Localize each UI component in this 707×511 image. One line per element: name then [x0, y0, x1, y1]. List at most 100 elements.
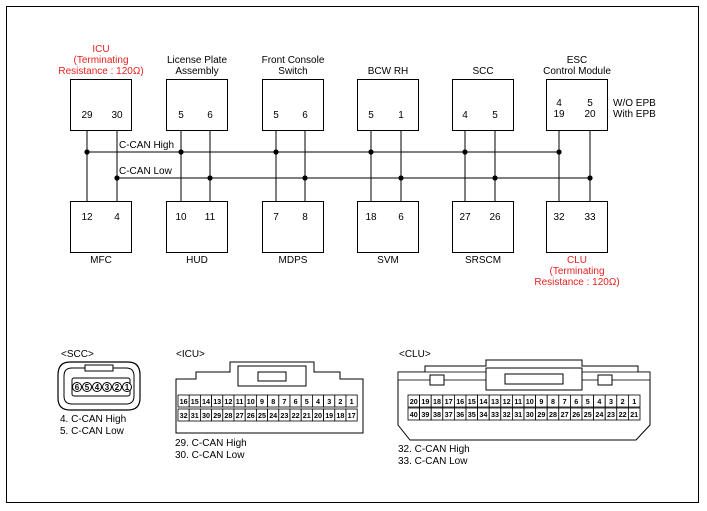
clu-pin-a: 32 — [553, 212, 565, 223]
scc-pin-circle — [92, 382, 102, 392]
icu-pin-number: 28 — [224, 411, 232, 420]
clu-pin-number: 20 — [410, 397, 418, 406]
clu-pin-number: 27 — [561, 410, 569, 419]
splice-dot — [207, 175, 213, 181]
icu-pin-number: 1 — [350, 397, 354, 406]
clu-pin-number: 35 — [468, 410, 476, 419]
clu-pin-number: 12 — [503, 397, 511, 406]
splice-dot — [302, 175, 308, 181]
clu-pin-number: 30 — [526, 410, 534, 419]
bottom-module-label: HUD — [186, 255, 208, 266]
srscm-box — [452, 201, 514, 253]
icu-pin-number: 4 — [316, 397, 320, 406]
bottom-module-label: Resistance : 120Ω) — [534, 277, 620, 288]
bottom-module-label: (Terminating — [549, 266, 605, 277]
mfc-pin-b: 4 — [114, 212, 120, 223]
clu-note-high: 32. C-CAN High — [398, 444, 470, 455]
bottom-module-label: SRSCM — [464, 255, 502, 266]
splice-dot — [178, 149, 184, 155]
splice-dot — [114, 175, 120, 181]
splice-dot — [273, 149, 279, 155]
clu-pin-number: 2 — [621, 397, 625, 406]
icu-body-outline — [175, 361, 364, 434]
icu-pin-number: 20 — [314, 411, 322, 420]
top-module-label: ESC — [566, 55, 588, 66]
clu-pin-number: 5 — [586, 397, 590, 406]
icu-note-low: 30. C-CAN Low — [175, 450, 245, 461]
scc-pin-number: 2 — [115, 383, 120, 392]
svm-pin-b: 6 — [398, 212, 404, 223]
scc-connector-title: <SCC> — [61, 349, 94, 360]
clu-pin-number: 7 — [563, 397, 567, 406]
clu-pin-number: 29 — [537, 410, 545, 419]
esc-box — [546, 79, 608, 131]
clu-pin-number: 14 — [479, 397, 487, 406]
clu-pin-number: 17 — [445, 397, 453, 406]
top-module-label: (Terminating — [73, 55, 129, 66]
top-module-label: Control Module — [543, 66, 611, 77]
mdps-pin-b: 8 — [302, 212, 308, 223]
top-module-label: License Plate — [166, 55, 228, 66]
bottom-module-label: SVM — [377, 255, 399, 266]
clu-pin-number: 18 — [433, 397, 441, 406]
icu-box — [70, 79, 132, 131]
clu-pin-number: 31 — [514, 410, 522, 419]
top-module-label: Switch — [278, 66, 308, 77]
splice-dot — [462, 149, 468, 155]
clu-pin-b: 33 — [584, 212, 596, 223]
clu-pin-number: 11 — [514, 397, 522, 406]
clu-pin-number: 24 — [595, 410, 603, 419]
splice-dot — [492, 175, 498, 181]
front-console-pin-a: 5 — [273, 110, 279, 121]
scc-pin-b: 5 — [492, 110, 498, 121]
icu-connector-title: <ICU> — [176, 349, 205, 360]
splice-dot — [368, 149, 374, 155]
hud-pin-b: 11 — [204, 212, 216, 223]
icu-pin-number: 27 — [236, 411, 244, 420]
clu-connector-title: <CLU> — [399, 349, 431, 360]
clu-pin-cell — [628, 407, 641, 421]
icu-pin-number: 10 — [247, 397, 255, 406]
clu-pin-number: 19 — [421, 397, 429, 406]
bottom-module-label: MFC — [90, 255, 112, 266]
clu-pin-number: 40 — [410, 410, 418, 419]
icu-pin-number: 23 — [280, 411, 288, 420]
esc-pin-d: 20 — [584, 109, 596, 120]
icu-pin-number: 22 — [292, 411, 300, 420]
esc-note-with-epb: With EPB — [613, 109, 656, 120]
clu-pin-number: 1 — [632, 397, 636, 406]
srscm-pin-a: 27 — [459, 212, 471, 223]
esc-note-wo-epb: W/O EPB — [613, 98, 656, 109]
top-module-label: Front Console — [261, 55, 325, 66]
clu-pin-number: 6 — [574, 397, 578, 406]
icu-pin-number: 29 — [213, 411, 221, 420]
icu-pin-number: 6 — [294, 397, 298, 406]
clu-latch — [504, 373, 564, 385]
icu-pin-number: 12 — [224, 397, 232, 406]
license-plate-pin-a: 5 — [178, 110, 184, 121]
front-console-box — [262, 79, 324, 131]
splice-dot — [587, 175, 593, 181]
bottom-module-label: CLU — [566, 255, 588, 266]
icu-pin-cell — [345, 394, 358, 408]
scc-inner-body — [63, 367, 135, 405]
clu-pin-number: 38 — [433, 410, 441, 419]
splice-dot — [84, 149, 90, 155]
icu-pin-number: 14 — [202, 397, 210, 406]
clu-pin-number: 23 — [607, 410, 615, 419]
icu-pin-a: 29 — [81, 110, 93, 121]
scc-pin-circle — [112, 382, 122, 392]
clu-pin-number: 16 — [456, 397, 464, 406]
clu-pin-number: 13 — [491, 397, 499, 406]
mdps-box — [262, 201, 324, 253]
clu-pin-cell — [628, 394, 641, 408]
esc-pin-b: 5 — [587, 98, 593, 109]
clu-pin-number: 4 — [597, 397, 601, 406]
bcw-rh-box — [357, 79, 419, 131]
icu-pin-number: 16 — [180, 397, 188, 406]
clu-pin-number: 26 — [572, 410, 580, 419]
clu-pin-number: 3 — [609, 397, 613, 406]
c-can-low-label: C-CAN Low — [119, 166, 172, 177]
clu-lock-left — [429, 374, 445, 386]
